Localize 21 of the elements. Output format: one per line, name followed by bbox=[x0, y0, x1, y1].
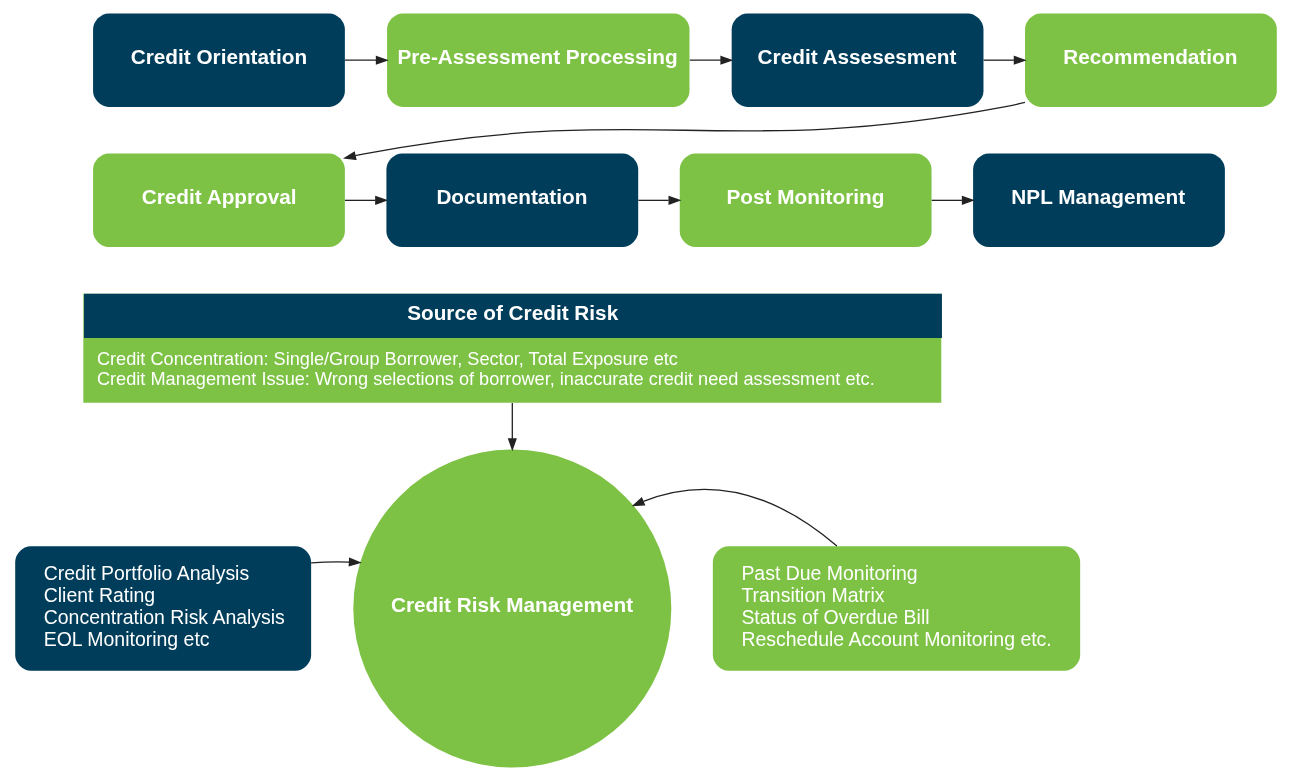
node-box: Post Monitoring bbox=[679, 153, 932, 248]
arrow bbox=[344, 55, 389, 65]
arrow bbox=[631, 488, 838, 547]
arrow bbox=[344, 195, 389, 205]
arrow bbox=[637, 195, 682, 205]
arrow bbox=[507, 402, 517, 452]
arrow bbox=[310, 557, 362, 567]
node-box: Credit Orientation bbox=[93, 13, 345, 107]
node-box: Credit Assesesment bbox=[731, 13, 984, 107]
arrow bbox=[689, 55, 734, 65]
arrow bbox=[982, 55, 1027, 65]
arrow bbox=[931, 195, 975, 205]
node-box: Credit Portfolio Analysis Client Rating Concentration Risk Analysis EOL Monitoring etc bbox=[15, 546, 312, 671]
node-box: Credit Approval bbox=[93, 153, 345, 248]
arrow bbox=[343, 101, 1026, 161]
node-box: Past Due Monitoring Transition Matrix Status of Overdue Bill Reschedule Account Monitoring etc. bbox=[712, 546, 1081, 671]
node-circle: Credit Risk Management bbox=[353, 449, 672, 768]
node-box: Pre-Assessment Processing bbox=[387, 13, 690, 107]
node-box: Recommendation bbox=[1025, 13, 1277, 107]
node-box: Documentation bbox=[386, 153, 639, 248]
node-box: NPL Management bbox=[973, 153, 1225, 248]
